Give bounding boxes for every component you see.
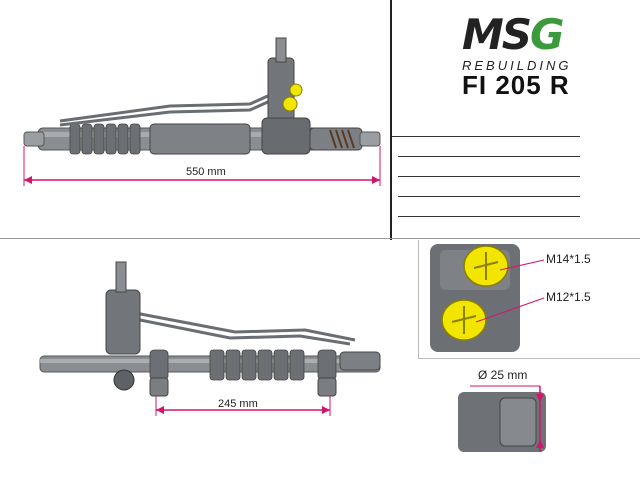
brand-subtitle: REBUILDING xyxy=(462,58,572,73)
part-number: FI 205 R xyxy=(462,70,570,100)
length-label: 550 mm xyxy=(186,166,226,178)
diameter-label: Ø 25 mm xyxy=(478,368,528,382)
upper-fitting-label: M14*1.5 xyxy=(546,252,591,266)
fittings-detail xyxy=(430,244,545,352)
info-line-1 xyxy=(392,136,580,137)
info-line-5 xyxy=(398,216,580,217)
lower-fitting-label: M12*1.5 xyxy=(546,290,591,304)
brand-block: MSG REBUILDING xyxy=(462,10,632,74)
mount-spacing-label: 245 mm xyxy=(218,398,258,410)
info-line-4 xyxy=(398,196,580,197)
detail-divider-2 xyxy=(418,358,640,359)
detail-divider-1 xyxy=(418,240,419,358)
info-line-3 xyxy=(398,176,580,177)
brand-logo-accent: G xyxy=(530,10,565,59)
vertical-divider xyxy=(390,0,392,240)
mount-spacing-dimension-line xyxy=(155,396,331,416)
length-dimension-line xyxy=(23,146,381,186)
rack-top-view xyxy=(23,37,381,155)
brand-logo: MSG xyxy=(462,10,565,59)
info-line-2 xyxy=(398,156,580,157)
diameter-detail xyxy=(458,385,546,452)
rack-angle-view xyxy=(39,261,381,397)
horizontal-divider xyxy=(0,238,640,239)
